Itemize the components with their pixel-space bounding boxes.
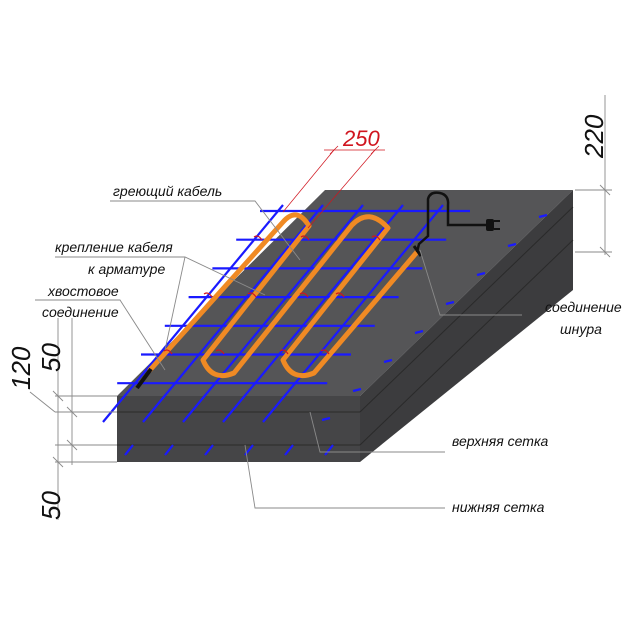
total-height-value: 220 xyxy=(579,114,609,159)
cable-tie xyxy=(163,349,173,355)
rebar-diagonal xyxy=(102,204,284,423)
thickness-dimension-left xyxy=(29,318,117,520)
spacing-dimension-value: 250 xyxy=(342,126,380,151)
rebar-diagonal xyxy=(262,204,444,423)
cable-tie xyxy=(299,292,309,298)
tail-joint-marker xyxy=(135,367,153,390)
cable-tie xyxy=(300,235,310,241)
lower-layer-value: 50 xyxy=(36,491,66,520)
rebar-end xyxy=(414,329,424,335)
cable-tie xyxy=(279,349,289,355)
leader-lines xyxy=(35,200,522,509)
heating-cable xyxy=(147,212,420,379)
cable-tie xyxy=(253,235,263,241)
rebar-end xyxy=(352,387,362,393)
rebar-end xyxy=(476,271,486,277)
lower-rebar-stub xyxy=(284,444,294,456)
cable-ties xyxy=(163,235,381,355)
rebar-end xyxy=(321,416,331,422)
concrete-slab xyxy=(117,190,574,462)
upper-layer-value: 50 xyxy=(36,343,66,372)
rebar-diagonal xyxy=(142,204,324,423)
height-dimension-right xyxy=(575,95,612,258)
slab-thickness-value: 120 xyxy=(6,346,36,390)
label-cord-joint: соединение xyxy=(545,299,622,315)
rebar-end xyxy=(383,358,393,364)
lower-rebar-stub xyxy=(204,444,214,456)
cord-joint-marker xyxy=(412,245,423,257)
spacing-dimension xyxy=(282,145,385,229)
cable-tie xyxy=(371,235,381,241)
rebar-end xyxy=(507,242,517,248)
label-heating-cable: греющий кабель xyxy=(113,183,222,199)
rebar-end xyxy=(445,300,455,306)
lower-rebar-stub xyxy=(124,444,134,456)
label-cord-joint-2: шнура xyxy=(560,321,602,337)
power-cord xyxy=(415,191,488,253)
plug-icon xyxy=(486,219,500,231)
label-tail-joint: хвостовое xyxy=(47,283,119,299)
layer-line xyxy=(359,239,574,446)
cable-tie xyxy=(203,292,213,298)
lower-mesh-rebar xyxy=(124,444,334,456)
cable-tie xyxy=(320,349,330,355)
rebar-diagonal xyxy=(182,204,364,423)
rebar-end xyxy=(538,213,548,219)
label-tail-joint-2: соединение xyxy=(42,304,119,320)
label-upper-mesh: верхняя сетка xyxy=(452,433,549,449)
cable-tie xyxy=(335,292,345,298)
layer-line xyxy=(359,206,574,413)
lower-rebar-stub xyxy=(324,444,334,456)
label-cable-fastening-2: к арматуре xyxy=(88,261,165,277)
label-cable-fastening: крепление кабеля xyxy=(55,239,173,255)
label-lower-mesh: нижняя сетка xyxy=(452,499,545,515)
cable-tie xyxy=(215,349,225,355)
cable-tie xyxy=(247,292,257,298)
slab-top-face xyxy=(117,190,573,396)
rebar-diagonal xyxy=(222,204,404,423)
lower-rebar-stub xyxy=(164,444,174,456)
